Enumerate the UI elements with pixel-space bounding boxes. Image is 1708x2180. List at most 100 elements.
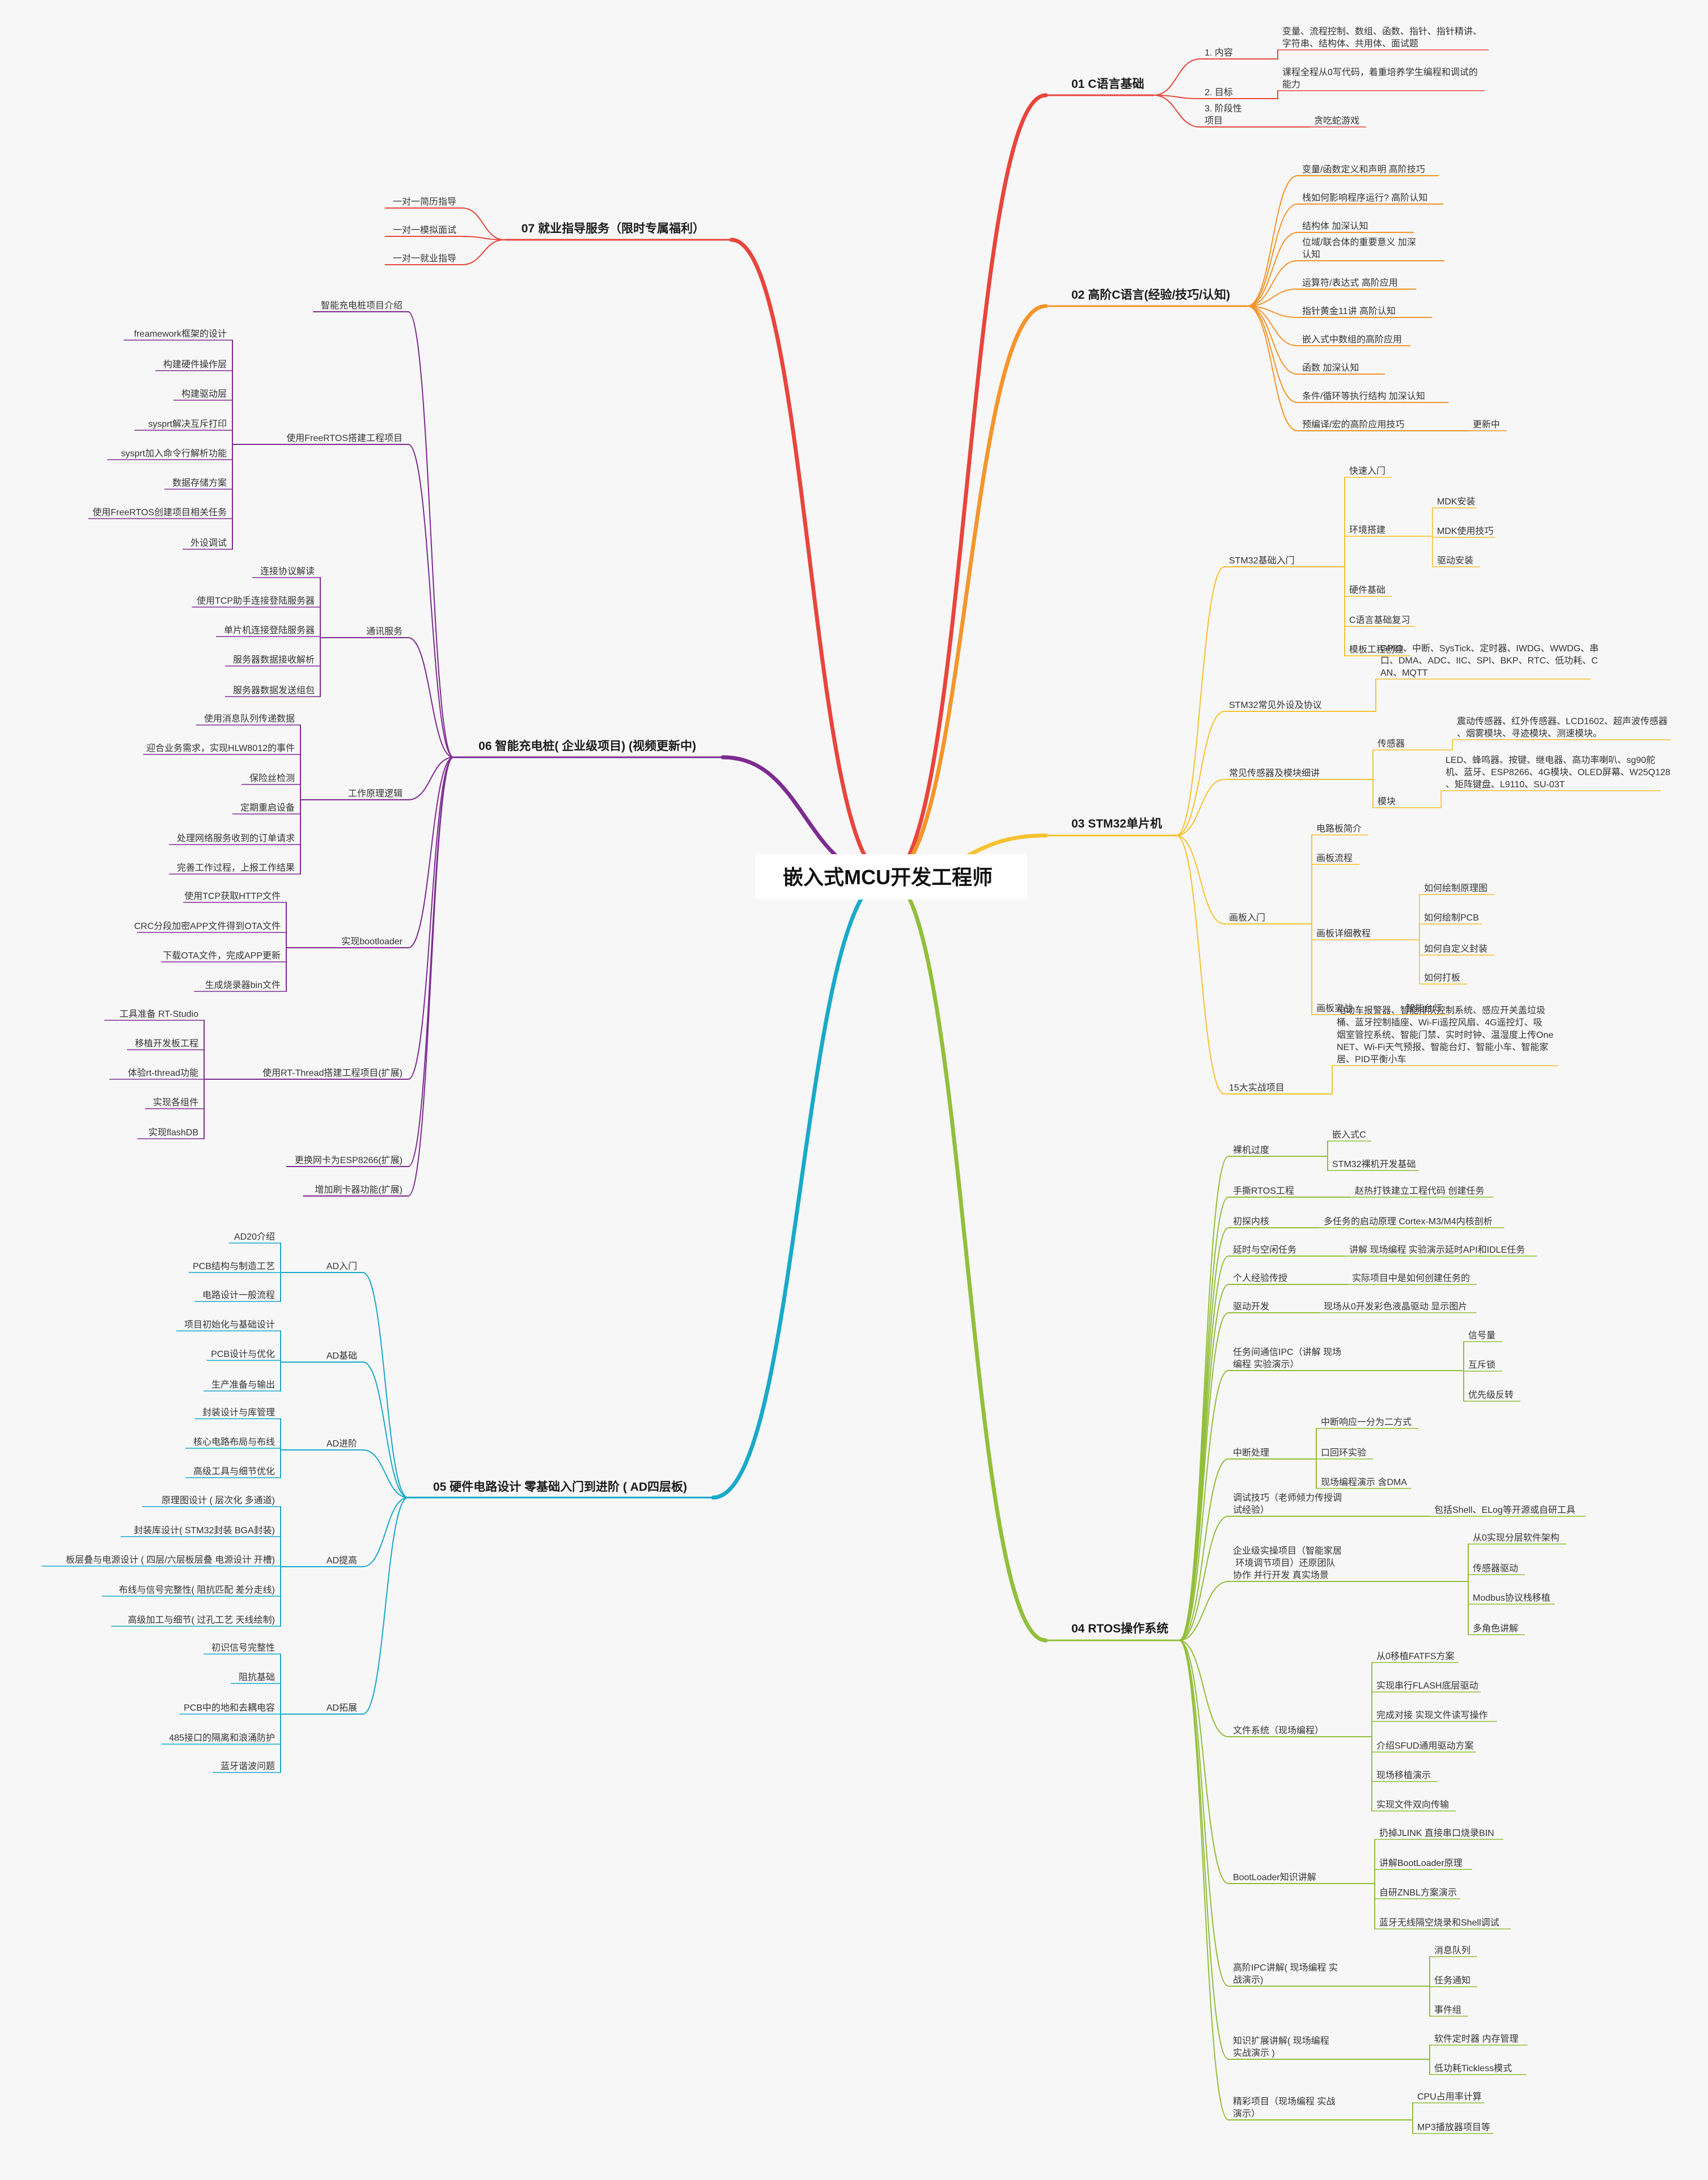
b03-subtopic[interactable]: 硬件基础 — [1349, 585, 1385, 595]
b04-topic-3[interactable]: 延时与空闲任务 — [1233, 1245, 1296, 1255]
b01-subtopic[interactable]: 课程全程从0写代码，着重培养学生编程和调试的能力 — [1282, 67, 1478, 90]
b04-subtopic[interactable]: 实现文件双向传输 — [1376, 1800, 1449, 1810]
b06-subtopic[interactable]: 使用FreeRTOS创建项目相关任务 — [92, 507, 227, 518]
b04-topic-5[interactable]: 驱动开发 — [1233, 1301, 1269, 1312]
b04-topic-12[interactable]: 高阶IPC讲解( 现场编程 实战演示) — [1233, 1962, 1338, 1985]
b04-subtopic[interactable]: 讲解 现场编程 实验演示延时API和IDLE任务 — [1349, 1245, 1525, 1255]
b06-topic-6[interactable]: 更换网卡为ESP8266(扩展) — [295, 1155, 402, 1165]
b02-topic-2[interactable]: 结构体 加深认知 — [1302, 221, 1368, 231]
b02-topic-7[interactable]: 函数 加深认知 — [1302, 363, 1359, 373]
b06-subtopic[interactable]: 构建驱动层 — [181, 389, 227, 399]
b06-subtopic[interactable]: 连接协议解读 — [260, 566, 315, 576]
b05-topic-1[interactable]: AD基础 — [327, 1351, 357, 1361]
b04-topic-7[interactable]: 中断处理 — [1233, 1448, 1269, 1458]
b03-detail[interactable]: 如何绘制PCB — [1424, 913, 1479, 923]
b03-detail[interactable]: 智能台灯 — [1406, 1003, 1442, 1013]
b06-topic-1[interactable]: 使用FreeRTOS搭建工程项目 — [286, 433, 402, 443]
b04-subtopic[interactable]: 介绍SFUD通用驱动方案 — [1376, 1741, 1474, 1751]
b05-subtopic[interactable]: 项目初始化与基础设计 — [184, 1320, 275, 1330]
b05-topic-0[interactable]: AD入门 — [327, 1261, 357, 1271]
b05-subtopic[interactable]: 原理图设计 ( 层次化 多通道) — [162, 1495, 275, 1505]
b04-subtopic[interactable]: 中断响应一分为二方式 — [1321, 1416, 1412, 1427]
b03-topic-3[interactable]: 画板入门 — [1229, 913, 1265, 923]
b06-subtopic[interactable]: 工具准备 RT-Studio — [120, 1009, 198, 1019]
b03-subtopic[interactable]: 快速入门 — [1349, 466, 1385, 476]
b06-topic-0[interactable]: 智能充电桩项目介绍 — [321, 300, 402, 311]
b04-subtopic[interactable]: 优先级反转 — [1468, 1390, 1514, 1400]
b04-subtopic[interactable]: 完成对接 实现文件读写操作 — [1376, 1710, 1487, 1720]
b04-subtopic[interactable]: 现场从0开发彩色液晶驱动 显示图片 — [1324, 1301, 1467, 1312]
b03-subtopic[interactable]: 模板工程创建 — [1349, 644, 1404, 655]
b03-topic-0[interactable]: STM32基础入门 — [1229, 555, 1295, 566]
b04-subtopic[interactable]: 多角色讲解 — [1473, 1623, 1518, 1634]
b04-subtopic[interactable]: 实际项目中是如何创建任务的 — [1352, 1273, 1470, 1283]
b04-subtopic[interactable]: 低功耗Tickless模式 — [1434, 2063, 1512, 2073]
b03-detail[interactable]: 震动传感器、红外传感器、LCD1602、超声波传感器、烟雾模块、寻迹模块、测速模… — [1457, 716, 1668, 739]
b01-subtopic[interactable]: 贪吃蛇游戏 — [1314, 116, 1359, 126]
b02-topic-8[interactable]: 条件/循环等执行结构 加深认知 — [1302, 391, 1425, 401]
b02-topic-9[interactable]: 预编译/宏的高阶应用技巧 — [1302, 419, 1404, 430]
b04-subtopic[interactable]: 嵌入式C — [1332, 1130, 1366, 1140]
b07-topic-0[interactable]: 一对一简历指导 — [393, 197, 456, 207]
b04-subtopic[interactable]: 蓝牙无线隔空烧录和Shell调试 — [1379, 1918, 1499, 1928]
b06-subtopic[interactable]: 实现flashDB — [149, 1127, 198, 1138]
b06-title[interactable]: 06 智能充电桩( 企业级项目) (视频更新中) — [478, 739, 696, 753]
b06-subtopic[interactable]: CRC分段加密APP文件得到OTA文件 — [134, 921, 281, 931]
b05-subtopic[interactable]: 生产准备与输出 — [211, 1380, 275, 1390]
b06-subtopic[interactable]: 移植开发板工程 — [135, 1038, 198, 1049]
b05-subtopic[interactable]: 板层叠与电源设计 ( 四层/六层板层叠 电源设计 开槽) — [66, 1555, 275, 1565]
b03-detail[interactable]: 驱动安装 — [1437, 555, 1473, 566]
b04-subtopic[interactable]: 讲解BootLoader原理 — [1379, 1858, 1463, 1868]
b03-detail[interactable]: 如何自定义封装 — [1424, 944, 1487, 954]
b03-detail[interactable]: LED、蜂鸣器、按键、继电器、高功率喇叭、sg90舵机、蓝牙、ESP8266、4… — [1446, 755, 1671, 790]
b04-title[interactable]: 04 RTOS操作系统 — [1071, 1622, 1168, 1635]
b06-subtopic[interactable]: 构建硬件操作层 — [163, 359, 227, 370]
b01-topic-0[interactable]: 1. 内容 — [1205, 48, 1233, 58]
b01-subtopic[interactable]: 变量、流程控制、数组、函数、指针、指针精讲、字符串、结构体、共用体、面试题 — [1282, 26, 1482, 49]
b06-subtopic[interactable]: 体验rt-thread功能 — [128, 1068, 198, 1078]
b04-topic-14[interactable]: 精彩项目（现场编程 实战演示） — [1233, 2096, 1335, 2119]
b06-subtopic[interactable]: 生成烧录器bin文件 — [205, 980, 281, 990]
b04-subtopic[interactable]: 任务通知 — [1434, 1975, 1470, 1986]
b05-subtopic[interactable]: 电路设计一般流程 — [202, 1290, 275, 1300]
b03-title[interactable]: 03 STM32单片机 — [1071, 817, 1162, 830]
b06-topic-4[interactable]: 实现bootloader — [341, 936, 402, 947]
b01-topic-2[interactable]: 3. 阶段性项目 — [1205, 103, 1242, 126]
b02-topic-1[interactable]: 栈如何影响程序运行? 高阶认知 — [1302, 193, 1427, 203]
b03-subtopic[interactable]: 画板详细教程 — [1316, 928, 1371, 939]
b06-subtopic[interactable]: 使用TCP助手连接登陆服务器 — [197, 596, 315, 606]
b05-subtopic[interactable]: 阻抗基础 — [239, 1672, 275, 1682]
b06-subtopic[interactable]: 定期重启设备 — [240, 803, 295, 813]
b05-subtopic[interactable]: 封装库设计( STM32封装 BGA封装) — [134, 1525, 275, 1536]
b04-subtopic[interactable]: 现场编程演示 含DMA — [1321, 1477, 1407, 1487]
b04-subtopic[interactable]: 事件组 — [1434, 2005, 1461, 2015]
b04-subtopic[interactable]: 包括Shell、ELog等开源或自研工具 — [1434, 1505, 1575, 1515]
b06-subtopic[interactable]: 实现各组件 — [153, 1097, 198, 1108]
b05-topic-3[interactable]: AD提高 — [327, 1555, 357, 1566]
b04-subtopic[interactable]: 传感器驱动 — [1473, 1563, 1518, 1573]
b06-topic-3[interactable]: 工作原理逻辑 — [348, 788, 402, 799]
b06-subtopic[interactable]: 服务器数据发送组包 — [233, 685, 315, 695]
b06-subtopic[interactable]: 处理网络服务收到的订单请求 — [177, 833, 295, 843]
central-topic[interactable]: 嵌入式MCU开发工程师 — [755, 854, 1027, 900]
b04-topic-0[interactable]: 裸机过度 — [1233, 1145, 1269, 1155]
b02-topic-0[interactable]: 变量/函数定义和声明 高阶技巧 — [1302, 164, 1425, 175]
b04-topic-10[interactable]: 文件系统（现场编程） — [1233, 1725, 1324, 1736]
b06-subtopic[interactable]: 外设调试 — [190, 538, 227, 548]
b04-subtopic[interactable]: CPU占用率计算 — [1417, 2091, 1482, 2102]
b05-topic-4[interactable]: AD拓展 — [327, 1703, 357, 1713]
b04-subtopic[interactable]: 消息队列 — [1434, 1945, 1470, 1956]
b04-subtopic[interactable]: 自研ZNBL方案演示 — [1379, 1888, 1457, 1898]
b06-subtopic[interactable]: 服务器数据接收解析 — [233, 655, 315, 665]
b03-subtopic[interactable]: 传感器 — [1378, 739, 1405, 749]
b05-subtopic[interactable]: 485接口的隔离和浪涌防护 — [169, 1733, 275, 1743]
b04-subtopic[interactable]: MP3播放器项目等 — [1417, 2122, 1490, 2132]
b05-subtopic[interactable]: 布线与信号完整性( 阻抗匹配 差分走线) — [118, 1585, 275, 1595]
b03-topic-2[interactable]: 常见传感器及模块细讲 — [1229, 768, 1320, 778]
b04-subtopic[interactable]: STM32裸机开发基础 — [1332, 1159, 1416, 1169]
b03-subtopic[interactable]: 电动车报警器、智能排队控制系统、感应开关盖垃圾桶、蓝牙控制插座、Wi-Fi遥控风… — [1337, 1005, 1553, 1064]
b03-subtopic[interactable]: 环境搭建 — [1349, 524, 1385, 535]
b03-detail[interactable]: 如何打板 — [1424, 973, 1460, 983]
b03-subtopic[interactable]: 模块 — [1378, 796, 1396, 807]
b03-subtopic[interactable]: 画板实战 — [1316, 1003, 1353, 1013]
